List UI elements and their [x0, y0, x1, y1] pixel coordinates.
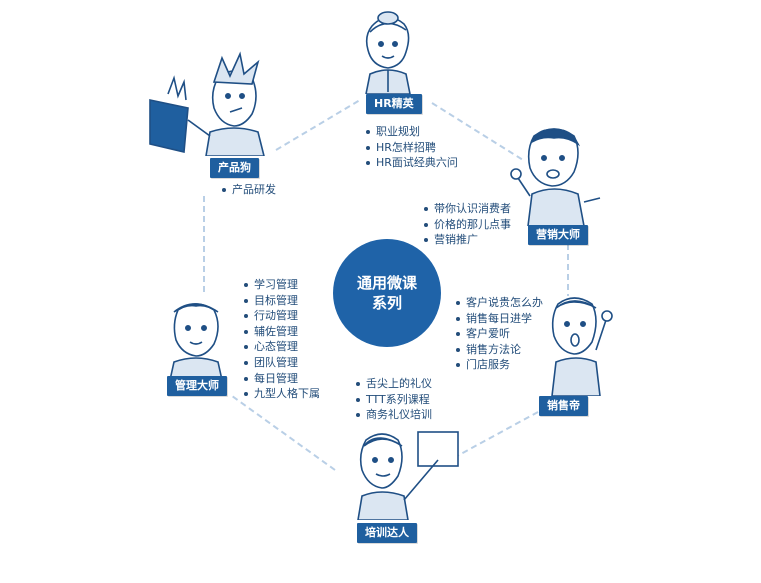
edge-sales-emperor-trainer: [445, 411, 539, 463]
edge-product-hr: [275, 99, 361, 151]
topic-item[interactable]: TTT系列课程: [356, 392, 432, 408]
topic-item[interactable]: 每日管理: [244, 371, 320, 387]
hr-character-icon: [365, 11, 411, 94]
topic-item[interactable]: 客户说贵怎么办: [456, 295, 543, 311]
topics-manager: 学习管理 目标管理 行动管理 辅佐管理 心态管理 团队管理 每日管理 九型人格下…: [244, 277, 320, 402]
topics-product: 产品研发: [222, 182, 276, 198]
topic-item[interactable]: 产品研发: [222, 182, 276, 198]
topic-item[interactable]: 价格的那儿点事: [424, 217, 511, 233]
topic-item[interactable]: 目标管理: [244, 293, 320, 309]
sales-emperor-character-icon: [551, 297, 613, 396]
topic-item[interactable]: 团队管理: [244, 355, 320, 371]
center-topic-circle: 通用微课 系列: [333, 239, 441, 347]
topic-item[interactable]: 销售每日进学: [456, 311, 543, 327]
topic-item[interactable]: HR面试经典六问: [366, 155, 458, 171]
topic-item[interactable]: 门店服务: [456, 357, 543, 373]
topic-item[interactable]: 营销推广: [424, 232, 511, 248]
role-label-product[interactable]: 产品狗: [210, 158, 259, 178]
topic-item[interactable]: 销售方法论: [456, 342, 543, 358]
product-character-icon: [149, 51, 265, 156]
topics-sales-emperor: 客户说贵怎么办 销售每日进学 客户爱听 销售方法论 门店服务: [456, 295, 543, 373]
role-label-sales-emperor[interactable]: 销售帝: [539, 396, 588, 416]
topic-item[interactable]: HR怎样招聘: [366, 140, 458, 156]
topics-hr: 职业规划 HR怎样招聘 HR面试经典六问: [366, 124, 458, 171]
topic-item[interactable]: 职业规划: [366, 124, 458, 140]
sales-master-character-icon: [510, 128, 601, 226]
edge-hr-sales-master: [431, 102, 524, 161]
topic-item[interactable]: 客户爱听: [456, 326, 543, 342]
role-label-hr[interactable]: HR精英: [366, 94, 422, 114]
trainer-character-icon: [357, 431, 459, 520]
edge-trainer-manager: [231, 395, 336, 471]
topic-item[interactable]: 商务礼仪培训: [356, 407, 432, 423]
role-label-sales-master[interactable]: 营销大师: [528, 225, 588, 245]
topics-sales-master: 带你认识消费者 价格的那儿点事 营销推广: [424, 201, 511, 248]
role-label-trainer[interactable]: 培训达人: [357, 523, 417, 543]
center-title-line1: 通用微课: [356, 274, 417, 292]
topics-trainer: 舌尖上的礼仪 TTT系列课程 商务礼仪培训: [356, 376, 432, 423]
topic-item[interactable]: 九型人格下属: [244, 386, 320, 402]
topic-item[interactable]: 舌尖上的礼仪: [356, 376, 432, 392]
center-title-line2: 系列: [371, 294, 402, 312]
manager-character-icon: [169, 303, 223, 380]
topic-item[interactable]: 心态管理: [244, 339, 320, 355]
topic-item[interactable]: 行动管理: [244, 308, 320, 324]
role-label-manager[interactable]: 管理大师: [167, 376, 227, 396]
topic-item[interactable]: 辅佐管理: [244, 324, 320, 340]
topic-item[interactable]: 学习管理: [244, 277, 320, 293]
topic-item[interactable]: 带你认识消费者: [424, 201, 511, 217]
